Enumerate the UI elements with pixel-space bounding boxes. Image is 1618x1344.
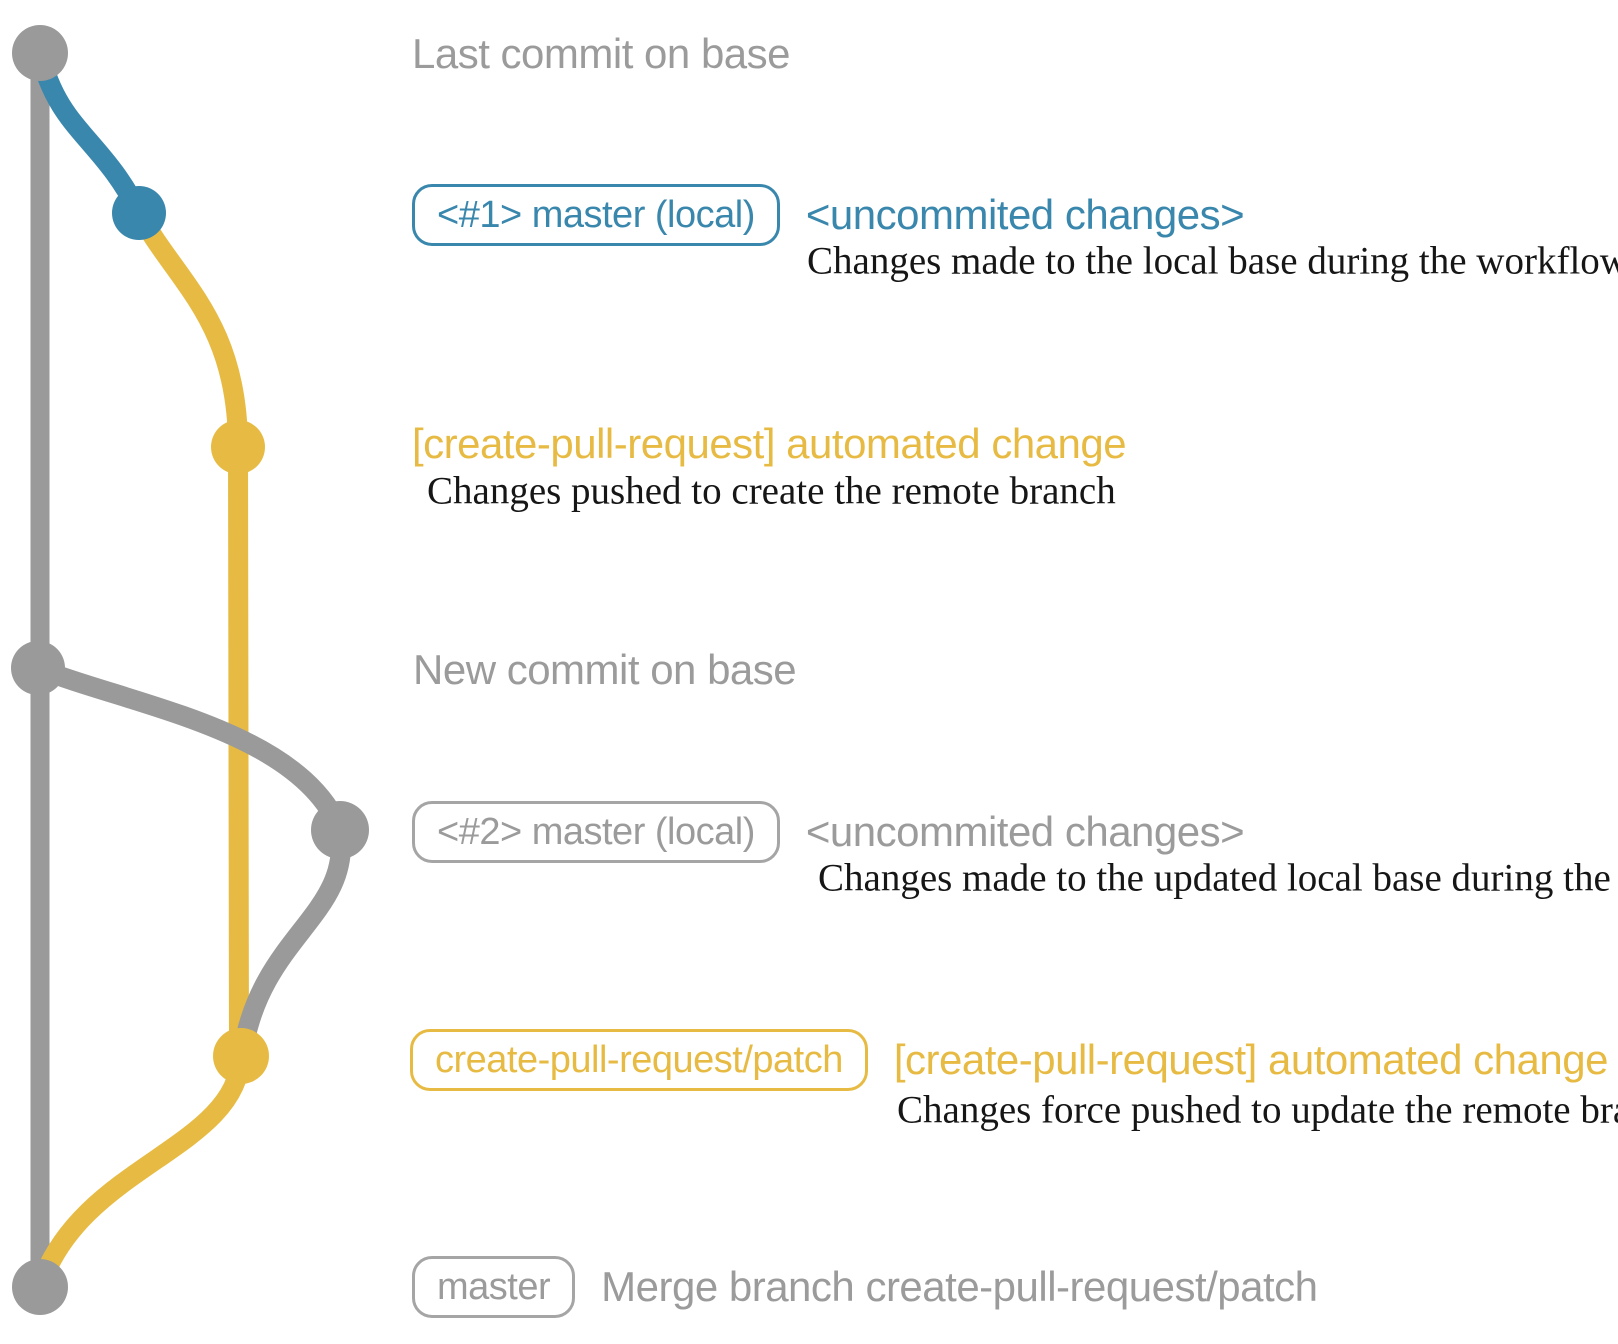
commit-dot-new-base: [11, 641, 65, 695]
row-patch-branch: create-pull-request/patch [create-pull-r…: [410, 1029, 1608, 1091]
branch-badge-master: master: [412, 1256, 576, 1318]
commit-graph: [11, 25, 369, 1315]
branch-badge-patch: create-pull-request/patch: [410, 1029, 868, 1091]
commit-message-force-push: [create-pull-request] automated change: [893, 1036, 1609, 1083]
branch-badge-master-local-1: <#1> master (local): [412, 184, 780, 246]
local-master-1-curve: [30, 50, 148, 218]
row-merge: master Merge branch create-pull-request/…: [412, 1256, 1318, 1318]
local-master-2-curve-out: [34, 658, 350, 835]
branch-badge-master-local-2: <#2> master (local): [412, 801, 780, 863]
label-new-commit-on-base: New commit on base: [413, 646, 797, 693]
detail-automated-push: Changes pushed to create the remote bran…: [427, 469, 1116, 513]
row-local-master-2: <#2> master (local) <uncommited changes>: [412, 801, 1245, 863]
local-master-2-curve-in: [233, 828, 352, 1052]
commit-dot-merge: [12, 1259, 68, 1315]
commit-message-uncommitted-1: <uncommited changes>: [805, 191, 1245, 238]
commit-dot-force-push: [213, 1028, 269, 1084]
label-last-commit-on-base: Last commit on base: [412, 30, 791, 77]
commit-message-uncommitted-2: <uncommited changes>: [805, 808, 1245, 855]
detail-uncommitted-1: Changes made to the local base during th…: [807, 239, 1618, 283]
commit-dot-uncommitted-2: [311, 801, 369, 859]
commit-dot-uncommitted-1: [112, 186, 166, 240]
patch-branch-line: [130, 208, 249, 1057]
commit-message-automated-push: [create-pull-request] automated change: [412, 420, 1127, 467]
detail-uncommitted-2: Changes made to the updated local base d…: [818, 856, 1618, 900]
patch-merge-curve: [30, 1055, 251, 1291]
commit-dot-last-base: [12, 25, 68, 81]
commit-dot-automated-push: [211, 420, 265, 474]
detail-force-push: Changes force pushed to update the remot…: [897, 1088, 1618, 1132]
row-local-master-1: <#1> master (local) <uncommited changes>: [412, 184, 1245, 246]
commit-message-merge: Merge branch create-pull-request/patch: [601, 1263, 1318, 1310]
